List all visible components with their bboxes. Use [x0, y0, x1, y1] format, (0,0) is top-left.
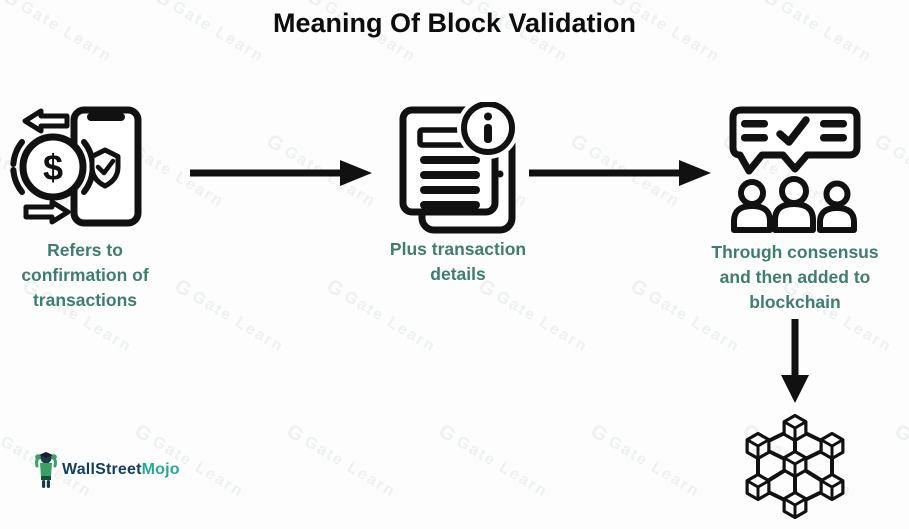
caption-details: Plus transaction details — [389, 239, 527, 284]
consensus-people-icon — [729, 106, 861, 233]
flow-arrow-1 — [190, 160, 372, 186]
logo-part1: WallStreet — [62, 461, 142, 478]
document-info-icon — [399, 102, 519, 234]
wallstreetmojo-logo: WallStreetMojo — [33, 450, 180, 490]
caption-consensus: Through consensus and then added to bloc… — [711, 242, 879, 312]
flow-arrow-2 — [529, 160, 711, 186]
caption-confirmation: Refers to confirmation of transactions — [21, 240, 149, 310]
mascot-icon — [35, 452, 57, 488]
blockchain-network-icon — [745, 413, 845, 520]
logo-part2: Mojo — [141, 461, 180, 478]
logo-wordmark: WallStreetMojo — [62, 450, 180, 490]
flow-arrow-down — [781, 319, 809, 403]
phone-transaction-icon: $ — [10, 106, 142, 227]
page-title: Meaning Of Block Validation — [272, 8, 637, 38]
dollar-sign-glyph: $ — [43, 147, 63, 188]
